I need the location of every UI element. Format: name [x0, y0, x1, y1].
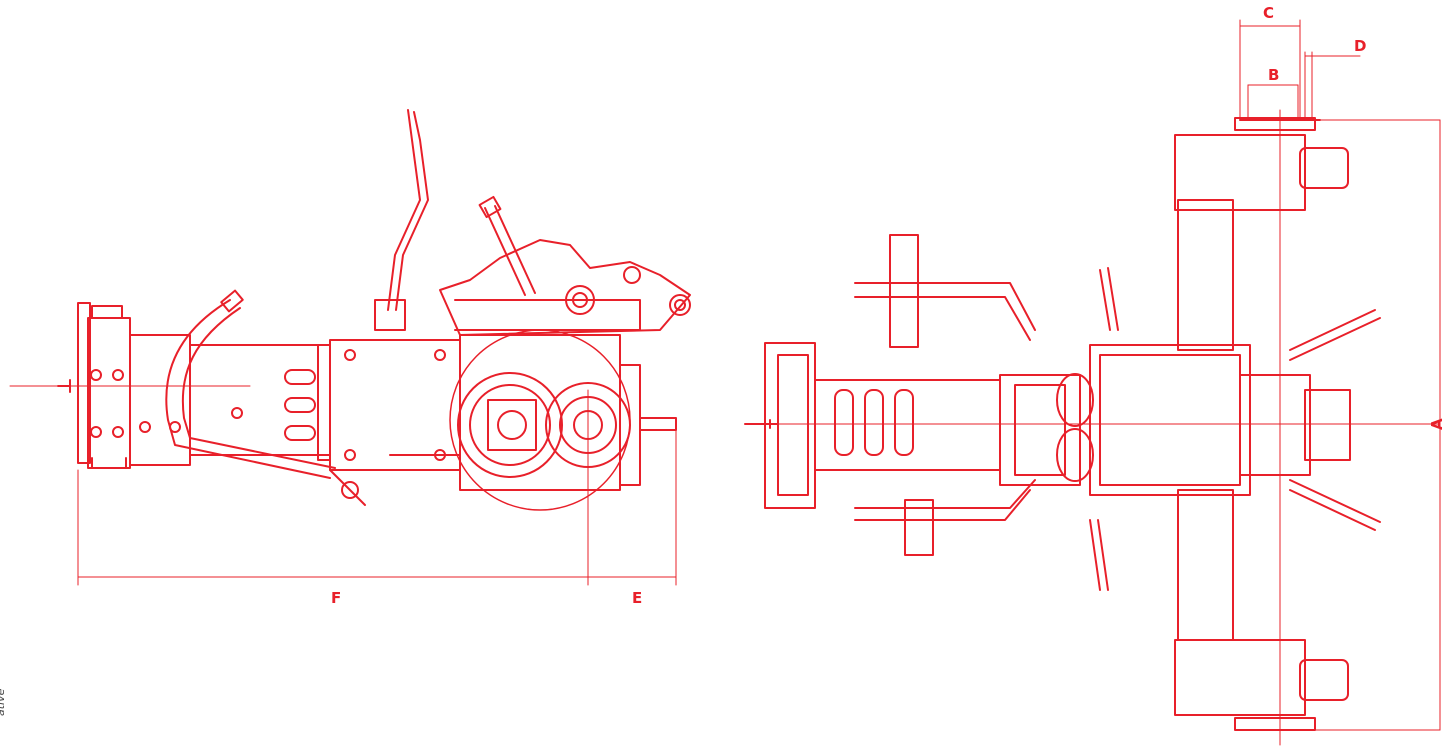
side-note: ative — [0, 688, 7, 716]
label-C: C — [1263, 4, 1274, 22]
top-view — [744, 19, 1441, 746]
label-E: E — [632, 589, 642, 607]
side-view — [9, 109, 691, 586]
label-D: D — [1354, 37, 1366, 55]
label-F: F — [331, 589, 341, 607]
label-A: A — [1428, 418, 1446, 430]
label-B: B — [1268, 66, 1279, 84]
dimension-labels: F E A B C D — [331, 4, 1446, 607]
